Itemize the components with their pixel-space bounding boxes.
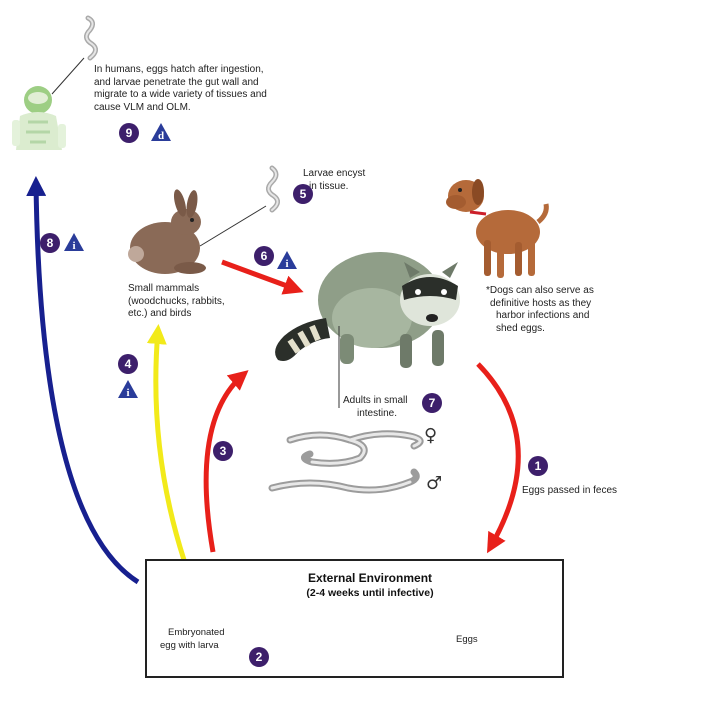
male-symbol: ♂ <box>426 473 442 494</box>
embryonated-egg-label-line: egg with larva <box>160 640 260 653</box>
environment-subtitle-text: (2-4 weeks until infective) <box>255 586 485 601</box>
svg-text:i: i <box>126 387 129 399</box>
arrow-to-small-mammals <box>156 330 184 560</box>
infective-stage-icon: i <box>277 251 297 270</box>
step-5-badge: 5 <box>293 184 313 204</box>
human-larva-icon <box>86 18 95 58</box>
step-7-badge: 7 <box>422 393 442 413</box>
dog-figure <box>446 179 546 278</box>
larvae-note-line: Larvae encyst <box>303 168 393 181</box>
human-note: In humans, eggs hatch after ingestion, a… <box>94 64 324 114</box>
small-mammals-note-line: etc.) and birds <box>128 308 248 321</box>
step-9-badge: 9 <box>119 123 139 143</box>
dog-note-line: *Dogs can also serve as <box>486 285 626 298</box>
male-worm <box>272 472 416 490</box>
step-3-badge: 3 <box>213 441 233 461</box>
step-6-badge: 6 <box>254 246 274 266</box>
human-note-line: In humans, eggs hatch after ingestion, <box>94 64 324 77</box>
eggs-passed-label: Eggs passed in feces <box>522 485 652 498</box>
human-pointer-line <box>52 58 84 94</box>
infective-stage-icon: i <box>64 233 84 252</box>
larvae-note-line: in tissue. <box>303 181 393 194</box>
embryonated-egg-label-line: Embryonated <box>160 627 260 640</box>
human-note-line: migrate to a wide variety of tissues and <box>94 89 324 102</box>
human-figure <box>12 86 66 150</box>
eggs-label: Eggs <box>456 634 496 647</box>
embryonated-egg-label: Embryonated egg with larva <box>160 627 260 652</box>
external-environment-title: External Environment (2-4 weeks until in… <box>255 571 485 601</box>
adults-note-line: Adults in small <box>343 395 433 408</box>
larvae-note: Larvae encyst in tissue. <box>303 168 393 193</box>
environment-title-text: External Environment <box>255 571 485 586</box>
human-note-line: and larvae penetrate the gut wall and <box>94 77 324 90</box>
raccoon-tail <box>275 318 330 361</box>
step-8-badge: 8 <box>40 233 60 253</box>
adults-note: Adults in small intestine. <box>343 395 433 420</box>
small-mammals-note-line: Small mammals <box>128 283 248 296</box>
female-symbol: ♀ <box>424 425 437 446</box>
tissue-larva-icon <box>268 168 277 210</box>
dog-note: *Dogs can also serve as definitive hosts… <box>486 285 626 335</box>
arrow-eggs-passed <box>478 364 518 548</box>
dog-note-line: harbor infections and <box>486 310 626 323</box>
female-worm <box>290 434 420 464</box>
dog-note-line: shed eggs. <box>486 323 626 336</box>
arrow-to-raccoon <box>206 374 244 552</box>
svg-text:i: i <box>72 240 75 252</box>
svg-text:d: d <box>158 130 164 142</box>
step-1-badge: 1 <box>528 456 548 476</box>
diagnostic-stage-icon: d <box>151 123 171 142</box>
infective-stage-icon: i <box>118 380 138 399</box>
adults-note-line: intestine. <box>343 408 433 421</box>
rabbit-figure <box>128 188 206 274</box>
human-note-line: cause VLM and OLM. <box>94 102 324 115</box>
small-mammals-note-line: (woodchucks, rabbits, <box>128 296 248 309</box>
step-4-badge: 4 <box>118 354 138 374</box>
rabbit-pointer-line <box>200 206 266 246</box>
step-2-badge: 2 <box>249 647 269 667</box>
svg-text:i: i <box>285 258 288 270</box>
raccoon-figure <box>275 252 460 368</box>
dog-note-line: definitive hosts as they <box>486 298 626 311</box>
small-mammals-note: Small mammals (woodchucks, rabbits, etc.… <box>128 283 248 321</box>
